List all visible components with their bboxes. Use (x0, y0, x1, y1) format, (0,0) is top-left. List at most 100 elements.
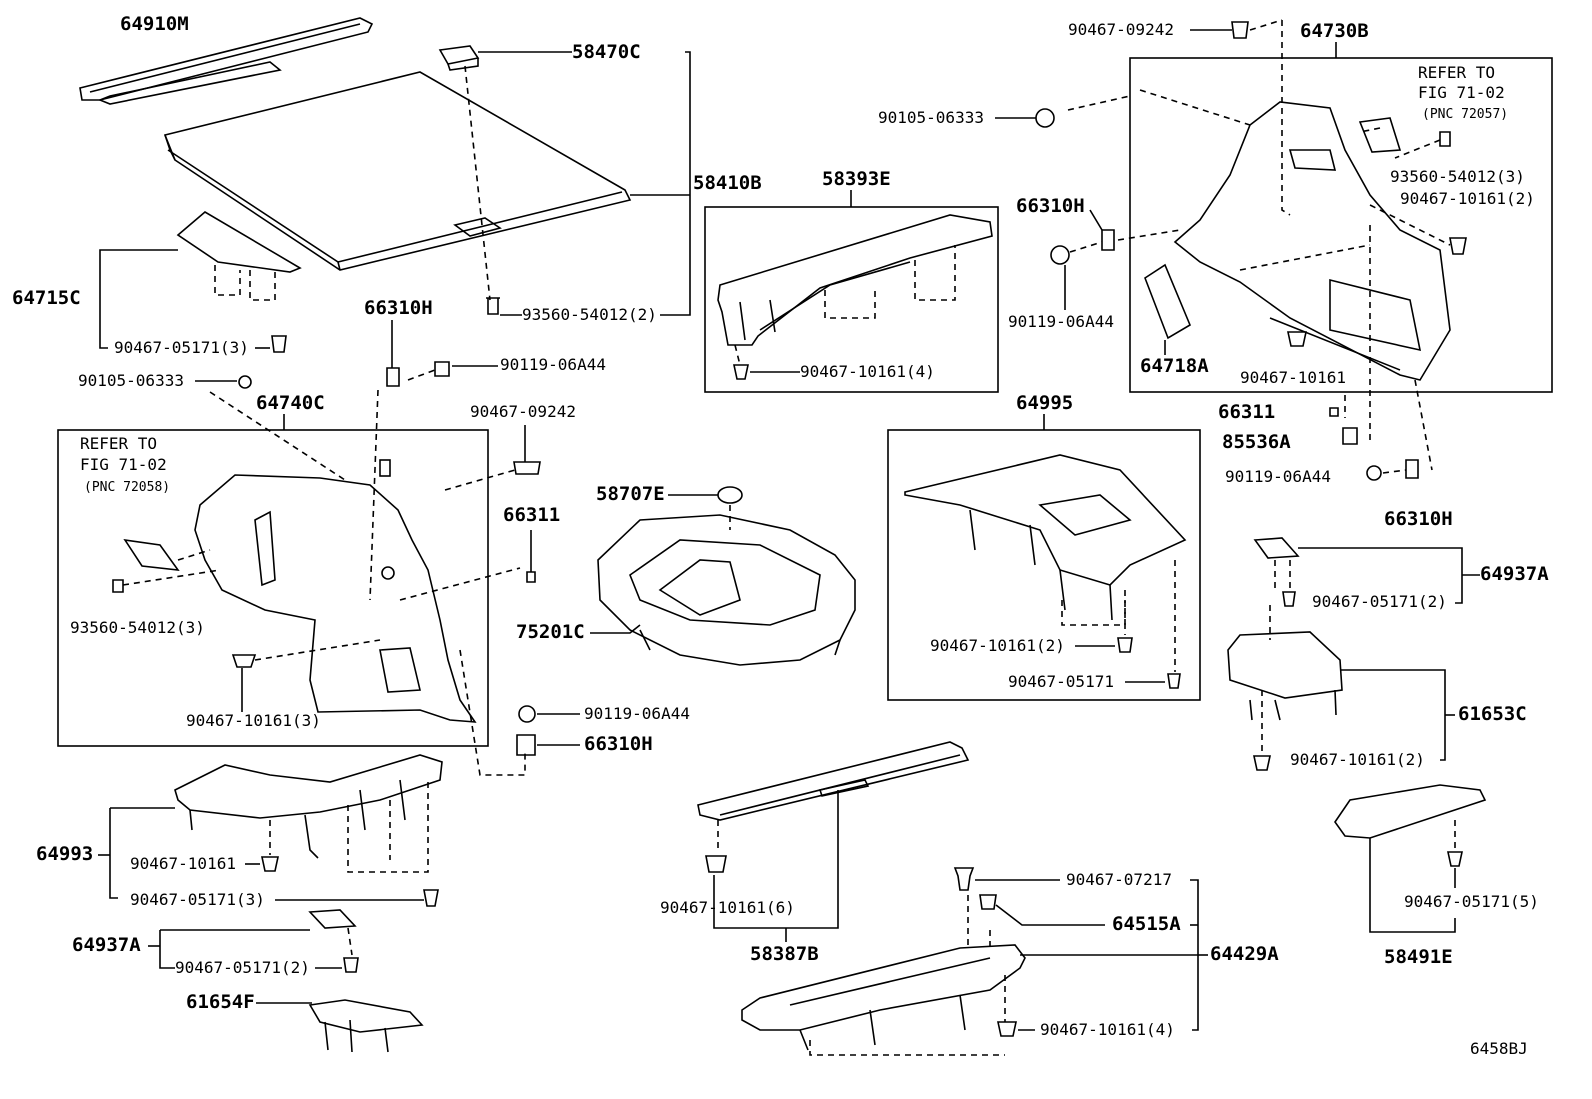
part-label-75201C: 75201C (516, 621, 585, 643)
bracket-64993[interactable] (174, 754, 443, 859)
clip-90467-05171-mid[interactable] (1167, 673, 1181, 689)
spare-tray-75201C[interactable] (597, 514, 856, 666)
nut-90119-06A44-low[interactable] (518, 705, 536, 723)
bracket-refer-72057[interactable] (1358, 117, 1402, 153)
clip-90467-09242-top[interactable] (1231, 21, 1249, 39)
cover-58491E[interactable] (1334, 784, 1487, 839)
clip-90467-10161-4[interactable] (733, 364, 749, 380)
fastener-label-90105-06333-top: 90105-06333 (878, 108, 984, 127)
fastener-label-90119-06A44-mid: 90119-06A44 (500, 355, 606, 374)
part-label-64995: 64995 (1016, 392, 1074, 414)
fastener-label-90467-07217: 90467-07217 (1066, 870, 1172, 889)
figure-id: 6458BJ (1470, 1039, 1528, 1058)
clip-90467-10161-6[interactable] (705, 855, 727, 873)
board-64715C[interactable] (176, 211, 302, 273)
cap-58470C[interactable] (438, 45, 480, 71)
fastener-label-90105-06333-left: 90105-06333 (78, 371, 184, 390)
bracket-61653C[interactable] (1227, 631, 1343, 721)
part-label-64937A-right: 64937A (1480, 563, 1549, 585)
clip-85536A[interactable] (1342, 427, 1358, 445)
clip-66311-mid[interactable] (526, 571, 536, 583)
fastener-label-90467-10161-l: 90467-10161 (130, 854, 236, 873)
part-label-64515A: 64515A (1112, 913, 1181, 935)
part-label-64429A: 64429A (1210, 943, 1279, 965)
clip-90467-10161-4-b[interactable] (997, 1021, 1017, 1037)
refer-note-left-line2: FIG 71-02 (80, 455, 167, 474)
fastener-label-90467-10161-right: 90467-10161 (1240, 368, 1346, 387)
part-label-66310H-mid: 66310H (364, 297, 433, 319)
scuff-plate-58387B[interactable] (697, 741, 970, 821)
clip-90467-10161-right[interactable] (1287, 331, 1307, 347)
part-label-58470C: 58470C (572, 41, 641, 63)
fastener-label-90467-10161-2-right: 90467-10161(2) (1400, 189, 1535, 208)
part-label-61653C: 61653C (1458, 703, 1527, 725)
fastener-label-90467-09242-mid: 90467-09242 (470, 402, 576, 421)
group-box-64995 (887, 429, 1201, 701)
fastener-label-90119-06A44-top: 90119-06A44 (1008, 312, 1114, 331)
refer-note-left-line1: REFER TO (80, 434, 158, 453)
clip-64515A[interactable] (979, 894, 997, 910)
clip-90467-05171-2-right[interactable] (1282, 591, 1296, 607)
screw-93560-54012-3-right[interactable] (1439, 131, 1451, 147)
cover-64937A-right[interactable] (1253, 537, 1300, 559)
tonneau-cover-64910M[interactable] (79, 17, 374, 105)
part-label-64740C: 64740C (256, 392, 325, 414)
part-label-58393E: 58393E (822, 168, 891, 190)
part-label-58410B: 58410B (693, 172, 762, 194)
fastener-label-93560-54012-3-right: 93560-54012(3) (1390, 167, 1525, 186)
fastener-label-90119-06A44-right: 90119-06A44 (1225, 467, 1331, 486)
nut-90119-06A44-top[interactable] (1050, 245, 1070, 265)
clip-90467-05171-3-l[interactable] (423, 889, 439, 907)
clip-90467-05171-2-l[interactable] (343, 957, 359, 973)
cover-64937A-left[interactable] (308, 909, 357, 929)
fastener-label-90467-09242-top: 90467-09242 (1068, 20, 1174, 39)
part-label-66310H-right: 66310H (1384, 508, 1453, 530)
clip-66310H-mid[interactable] (386, 367, 400, 387)
clip-90467-10161-2-mid[interactable] (1117, 637, 1133, 653)
fastener-label-90467-05171-5: 90467-05171(5) (1404, 892, 1539, 911)
screw-93560-54012-2[interactable] (486, 297, 500, 315)
clip-66310H-top[interactable] (1101, 229, 1115, 251)
fastener-label-90467-10161-6: 90467-10161(6) (660, 898, 795, 917)
clip-66310H-right[interactable] (1405, 459, 1419, 479)
nut-90119-06A44-mid[interactable] (434, 361, 450, 377)
fastener-label-90467-05171-2-l: 90467-05171(2) (175, 958, 310, 977)
cap-58707E[interactable] (717, 486, 743, 504)
fastener-label-90467-05171-3-l: 90467-05171(3) (130, 890, 265, 909)
part-label-64937A-left: 64937A (72, 934, 141, 956)
trim-58393E[interactable] (717, 214, 993, 346)
part-label-61654F: 61654F (186, 991, 255, 1013)
part-label-64993: 64993 (36, 843, 94, 865)
screw-93560-54012-3-left[interactable] (112, 579, 124, 593)
clip-90467-05171-3[interactable] (271, 335, 287, 353)
clip-90467-07217[interactable] (953, 867, 975, 891)
bracket-61654F[interactable] (308, 999, 424, 1053)
part-label-64910M: 64910M (120, 13, 189, 35)
side-trim-right-64730B[interactable] (1173, 101, 1451, 381)
clip-90467-10161-3[interactable] (231, 654, 257, 668)
bracket-refer-72058[interactable] (123, 538, 180, 571)
part-label-66310H-top: 66310H (1016, 195, 1085, 217)
fastener-label-90119-06A44-low: 90119-06A44 (584, 704, 690, 723)
refer-note-right-line2: FIG 71-02 (1418, 83, 1505, 102)
part-label-64730B: 64730B (1300, 20, 1369, 42)
tray-64995[interactable] (904, 454, 1187, 621)
group-box-64740C (57, 429, 489, 747)
clip-90467-10161-l[interactable] (261, 856, 279, 872)
side-trim-left-64740C[interactable] (194, 474, 477, 723)
refer-note-left-line3: (PNC 72058) (84, 480, 171, 495)
deck-board-58410B[interactable] (163, 71, 632, 271)
clip-66310H-low[interactable] (516, 734, 536, 756)
nut-90119-06A44-right[interactable] (1366, 465, 1382, 481)
clip-90467-10161-2-right[interactable] (1449, 237, 1467, 255)
clip-90467-09242-mid[interactable] (513, 461, 541, 475)
clip-90105-06333-left[interactable] (238, 375, 252, 389)
tab-64740C (379, 459, 391, 477)
clip-90467-05171-5[interactable] (1447, 851, 1463, 867)
clip-66311-right[interactable] (1329, 407, 1339, 417)
part-label-64718A: 64718A (1140, 355, 1209, 377)
clip-90105-06333-top[interactable] (1035, 108, 1055, 128)
clip-90467-10161-2-right-lower[interactable] (1253, 755, 1271, 771)
panel-64718A[interactable] (1144, 263, 1192, 340)
